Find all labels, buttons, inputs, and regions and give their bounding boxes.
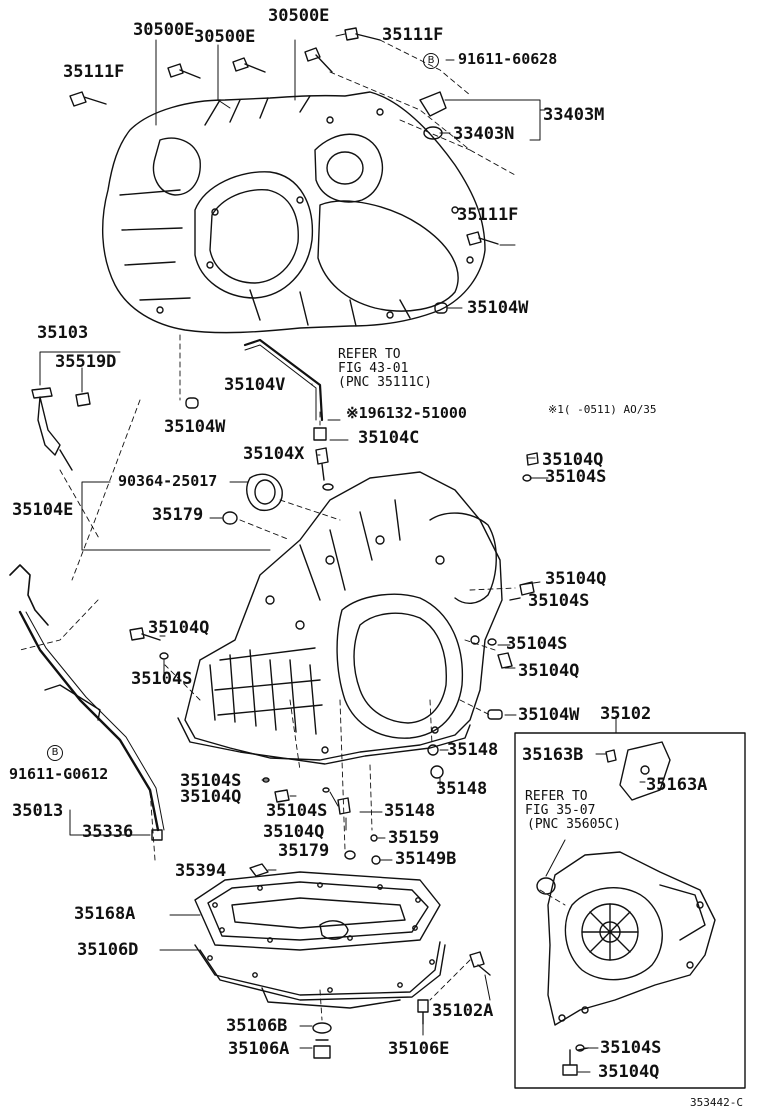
label-35104Q-d: 35104Q [518, 661, 580, 681]
fasteners [9, 27, 585, 1059]
label-30500E-a: 30500E [133, 20, 195, 40]
refer-note-2-line2: FIG 35-07 [525, 803, 596, 818]
label-35106A: 35106A [228, 1039, 290, 1059]
refer-note-1-line2: FIG 43-01 [338, 361, 409, 376]
label-30500E-b: 30500E [194, 27, 256, 47]
label-35013: 35013 [12, 801, 64, 821]
label-35104Q-b: 35104Q [545, 569, 607, 589]
transaxle-case [177, 471, 503, 765]
label-35106E: 35106E [388, 1039, 450, 1059]
label-35179-b: 35179 [278, 841, 330, 861]
label-35519D: 35519D [55, 352, 117, 372]
label-35336: 35336 [82, 822, 134, 842]
footnote-range: ※1( -0511) AO/35 [548, 403, 657, 416]
diagram-id: 353442-C [690, 1096, 743, 1109]
label-35104Q-a: 35104Q [542, 450, 604, 470]
circle-b-marker-2: B [47, 745, 63, 761]
label-96132-51000: ※196132-51000 [346, 404, 467, 422]
label-35111F-c: 35111F [457, 205, 519, 225]
dashed-lines [19, 39, 566, 1021]
refer-note-1-line1: REFER TO [338, 347, 401, 362]
label-35104S-d: 35104S [131, 669, 193, 689]
oil-pan [194, 871, 446, 1009]
label-35104Q-g: 35104Q [598, 1062, 660, 1082]
label-35104S-g: 35104S [600, 1038, 662, 1058]
label-35104V: 35104V [224, 375, 286, 395]
label-35104W-a: 35104W [467, 298, 529, 318]
label-91611-60628: 91611-60628 [458, 50, 558, 68]
label-35168A: 35168A [74, 904, 136, 924]
label-35104W-c: 35104W [518, 705, 580, 725]
label-33403M: 33403M [543, 105, 605, 125]
label-35104Q-f: 35104Q [263, 822, 325, 842]
label-35103: 35103 [37, 323, 89, 343]
label-35179-a: 35179 [152, 505, 204, 525]
label-91611-G0612: 91611-G0612 [9, 765, 109, 783]
label-35104Q-c: 35104Q [148, 618, 210, 638]
label-35149B: 35149B [395, 849, 457, 869]
label-30500E-c: 30500E [268, 6, 330, 26]
label-35102: 35102 [600, 704, 652, 724]
label-90364-25017: 90364-25017 [118, 472, 218, 490]
label-33403N: 33403N [453, 124, 515, 144]
leader-lines [39, 33, 646, 1073]
label-35104E: 35104E [12, 500, 74, 520]
label-35104S-c: 35104S [506, 634, 568, 654]
label-35104S-e: 35104S [180, 771, 242, 791]
label-35106B: 35106B [226, 1016, 288, 1036]
circle-b-marker-1: B [423, 53, 439, 69]
label-35104X: 35104X [243, 444, 305, 464]
label-35111F-b: 35111F [63, 62, 125, 82]
label-35104Q-e: 35104Q [180, 787, 242, 807]
refer-note-2-line1: REFER TO [525, 789, 588, 804]
label-35159: 35159 [388, 828, 440, 848]
label-35104W-b: 35104W [164, 417, 226, 437]
label-35104S-f: 35104S [266, 801, 328, 821]
label-35104C: 35104C [358, 428, 420, 448]
label-35104S-a: 35104S [545, 467, 607, 487]
oil-pump-box [514, 732, 746, 1089]
label-35394: 35394 [175, 861, 227, 881]
label-35148-b: 35148 [436, 779, 488, 799]
label-35163A: 35163A [646, 775, 708, 795]
label-35106D: 35106D [77, 940, 139, 960]
label-35148-c: 35148 [384, 801, 436, 821]
label-35111F-a: 35111F [382, 25, 444, 45]
transaxle-housing [101, 91, 486, 334]
refer-note-1-line3: (PNC 35111C) [338, 375, 432, 390]
label-35163B: 35163B [522, 745, 584, 765]
label-35148-a: 35148 [447, 740, 499, 760]
refer-note-2-line3: (PNC 35605C) [527, 817, 621, 832]
label-35102A: 35102A [432, 1001, 494, 1021]
label-35104S-b: 35104S [528, 591, 590, 611]
